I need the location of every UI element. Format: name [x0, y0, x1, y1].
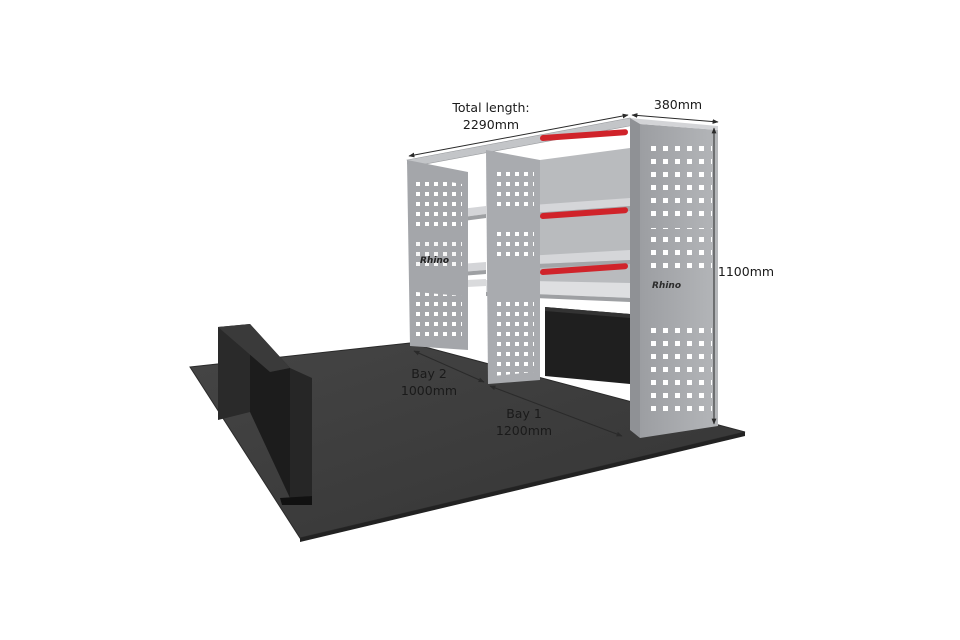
total-length-value: 2290mm: [463, 117, 519, 132]
drawer-handle-3: [540, 263, 628, 276]
bay1-back-panel: [545, 307, 630, 384]
bay1-value: 1200mm: [496, 423, 552, 438]
drawer-handle-2: [540, 207, 628, 220]
bay1-dim-line: [489, 385, 623, 437]
middle-divider: [486, 150, 540, 384]
bay2-end-frame: [407, 160, 468, 350]
bulkhead: [218, 324, 312, 505]
bay2-value: 1000mm: [401, 383, 457, 398]
floor-edge: [300, 432, 745, 542]
depth-dim-line: [631, 113, 719, 124]
right-brand-logo: Rhino: [652, 281, 681, 291]
height-value: 1100mm: [718, 264, 774, 279]
depth-value: 380mm: [654, 97, 702, 112]
bay2-dim-line: [413, 350, 485, 383]
bay1-label: Bay 1: [506, 406, 542, 421]
bay1-upper-panel: [540, 148, 630, 300]
total-length-dim-line: [408, 113, 629, 158]
bay2-label: Bay 2: [411, 366, 447, 381]
total-length-label: Total length:: [451, 100, 529, 115]
left-brand-logo: Rhino: [420, 256, 449, 266]
right-end-frame: [630, 118, 718, 438]
